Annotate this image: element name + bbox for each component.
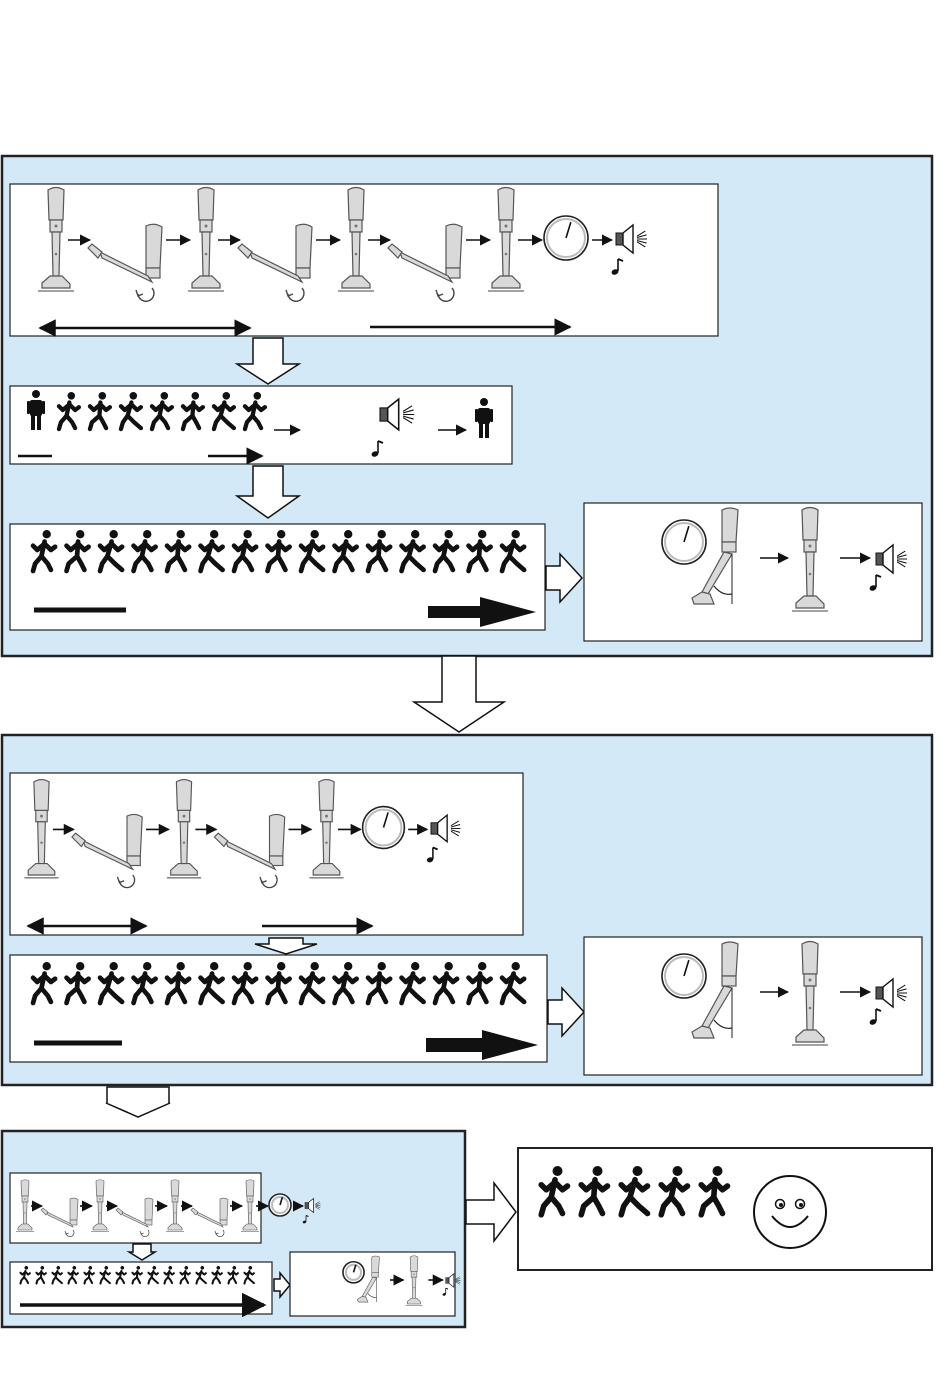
stage-down-hollow-arrow (106, 1087, 170, 1117)
smiley-face-icon (754, 1176, 826, 1248)
timer-dial-icon (544, 216, 588, 260)
stage-1-reaction-box (584, 503, 922, 641)
stage-1-short-walk-box (10, 386, 512, 464)
timer-dial-icon (662, 520, 706, 564)
stage-3-reaction-box (290, 1252, 461, 1316)
stage-2-long-walk-box (10, 955, 547, 1062)
stage-1-leg-exercise-box (10, 184, 718, 336)
stage-1-long-walk-box (10, 524, 545, 630)
timer-dial-icon (363, 807, 405, 849)
outcome-box (518, 1148, 932, 1270)
timer-dial-icon (269, 1194, 291, 1216)
right-hollow-arrow (466, 1183, 516, 1241)
timer-dial-icon (343, 1262, 364, 1283)
timer-dial-icon (662, 954, 706, 998)
stage-2-reaction-box (584, 937, 922, 1075)
stage-3-long-walk-box (10, 1262, 272, 1314)
stage-down-hollow-arrow (414, 656, 504, 732)
stage-2-leg-exercise-box (10, 773, 523, 935)
